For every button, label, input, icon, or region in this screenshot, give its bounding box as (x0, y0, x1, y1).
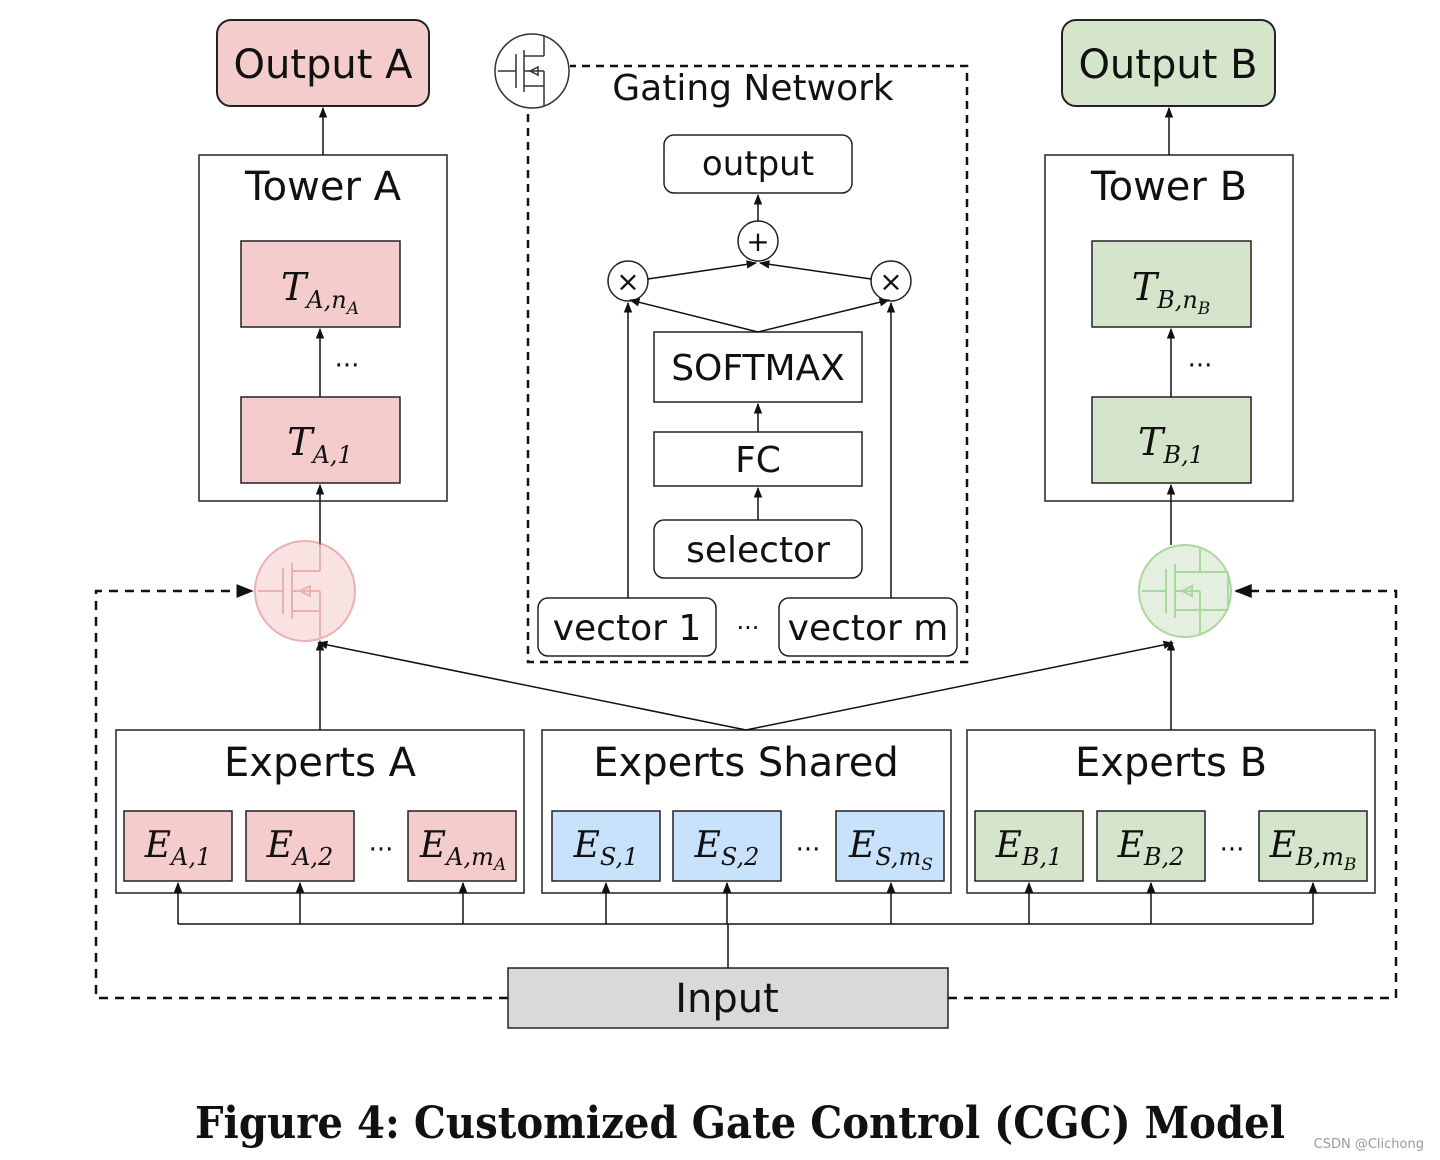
gating-output-box (663, 134, 853, 194)
expert-s-1 (551, 810, 661, 882)
tower-b: Tower B TB,nB ··· TB,1 (1044, 154, 1294, 502)
input-box: Input (507, 967, 949, 1029)
multiply-left-label: × (616, 265, 639, 298)
expert-b-2-label: EB,2 (1117, 825, 1185, 871)
tower-b-ellipsis: ··· (1188, 351, 1213, 381)
tower-a-layer-bottom (240, 396, 401, 484)
expert-a-m (407, 810, 517, 882)
expert-b-1-label: EB,1 (995, 825, 1063, 871)
experts-b-title: Experts B (1075, 740, 1267, 786)
tower-a: Tower A TA,nA ··· TA,1 (198, 154, 448, 502)
output-a-label: Output A (233, 42, 413, 88)
tower-a-layer-bottom-label: TA,1 (287, 420, 353, 469)
experts-shared-ellipsis: ··· (796, 835, 821, 865)
expert-s-1-label: ES,1 (573, 825, 639, 871)
expert-s-m-label: ES,mS (848, 825, 933, 875)
fc-box (653, 431, 863, 487)
experts-b-ellipsis: ··· (1220, 835, 1245, 865)
vector-m-box (778, 597, 958, 657)
experts-a-ellipsis: ··· (369, 835, 394, 865)
figure-caption: Figure 4: Customized Gate Control (CGC) … (195, 1098, 1285, 1149)
output-b-label: Output B (1078, 42, 1257, 88)
transistor-gate-icon (494, 33, 570, 109)
tower-a-ellipsis: ··· (335, 351, 360, 381)
input-label: Input (675, 976, 779, 1022)
tower-a-title: Tower A (244, 164, 402, 210)
vector-1-box (537, 597, 717, 657)
expert-gate-arrows (315, 639, 1176, 731)
plus-label: + (746, 225, 769, 258)
experts-a-title: Experts A (224, 740, 417, 786)
expert-a-1 (123, 810, 233, 882)
gate-dashed-paths (94, 584, 1398, 1000)
tower-b-layer-top-label: TB,nB (1132, 265, 1211, 319)
experts-shared-title: Experts Shared (593, 740, 898, 786)
tower-arrows (315, 106, 1176, 545)
expert-b-m (1258, 810, 1368, 882)
softmax-label: SOFTMAX (671, 348, 845, 389)
gate-a-icon (254, 540, 356, 642)
expert-a-1-label: EA,1 (144, 825, 212, 871)
experts-shared: Experts Shared ES,1 ES,2 ··· ES,mS (541, 729, 952, 894)
gate-b-icon (1138, 544, 1232, 638)
vector-ellipsis: ··· (737, 614, 760, 642)
expert-b-1 (974, 810, 1084, 882)
gating-output-label: output (702, 144, 814, 184)
expert-a-2 (245, 810, 355, 882)
output-b: Output B (1061, 19, 1276, 107)
gating-title: Gating Network (612, 68, 894, 109)
tower-a-layer-top (240, 240, 401, 328)
vector-m-label: vector m (788, 608, 949, 649)
expert-s-2-label: ES,2 (694, 825, 760, 871)
expert-b-2 (1096, 810, 1206, 882)
fc-label: FC (735, 440, 781, 481)
expert-b-m-label: EB,mB (1269, 825, 1357, 875)
output-a: Output A (216, 19, 430, 107)
gating-network: Gating Network output + × × SOFTMAX FC s… (494, 33, 969, 664)
tower-a-layer-top-label: TA,nA (281, 265, 359, 319)
experts-a: Experts A EA,1 EA,2 ··· EA,mA (115, 729, 525, 894)
expert-a-m-label: EA,mA (419, 825, 506, 875)
expert-a-2-label: EA,2 (266, 825, 334, 871)
multiply-left-icon (607, 260, 649, 302)
experts-b: Experts B EB,1 EB,2 ··· EB,mB (966, 729, 1376, 894)
vector-1-label: vector 1 (553, 608, 702, 649)
tower-b-layer-bottom-label: TB,1 (1138, 420, 1204, 469)
selector-label: selector (686, 530, 830, 571)
input-arrows (173, 881, 1318, 968)
multiply-right-label: × (879, 265, 902, 298)
softmax-box (653, 331, 863, 403)
tower-b-layer-top (1091, 240, 1252, 328)
watermark: CSDN @Clichong (1314, 1137, 1424, 1152)
expert-s-m (835, 810, 945, 882)
tower-b-title: Tower B (1090, 164, 1247, 210)
multiply-right-icon (870, 260, 912, 302)
expert-s-2 (672, 810, 782, 882)
gating-arrows (623, 193, 896, 598)
tower-b-layer-bottom (1091, 396, 1252, 484)
